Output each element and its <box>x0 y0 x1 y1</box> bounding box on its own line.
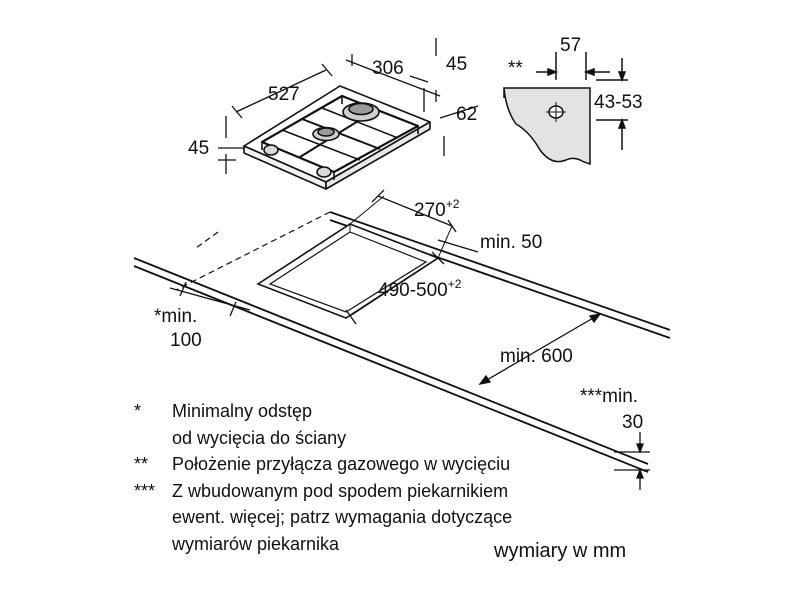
hob-drawing <box>243 85 431 190</box>
footnote-2-line-1: Położenie przyłącza gazowego w wycięciu <box>172 454 511 474</box>
dim-hob-width: 306 <box>372 58 404 79</box>
hob-side-edge <box>325 121 431 190</box>
dim-connector-height: 43-53 <box>594 92 643 113</box>
footnote-1-line-1: Minimalny odstęp <box>172 401 313 421</box>
dim-hob-depth: 527 <box>268 84 300 105</box>
connector-profile <box>503 87 591 166</box>
dim-cutout-width: 270+2 <box>414 197 460 221</box>
dim-cutout-width-tol: +2 <box>446 197 460 211</box>
footnote-3-mark: *** <box>134 480 156 501</box>
dim-hob-top-gap: 45 <box>446 54 467 75</box>
footnote-3-line-3: wymiarów piekarnika <box>172 533 340 554</box>
countertop-dimensions <box>169 189 650 490</box>
countertop-front-edge <box>133 257 649 465</box>
countertop <box>133 211 671 473</box>
dim-min-wall-line2: 100 <box>170 330 202 351</box>
footnote-2: ** Położenie przyłącza gazowego w wycięc… <box>134 451 512 478</box>
dim-min-oven-line2: 30 <box>622 412 643 433</box>
wall-line <box>175 211 331 291</box>
cutout <box>256 223 440 319</box>
dim-min-side: min. 600 <box>500 346 573 367</box>
dim-connector-offset: 57 <box>560 35 581 56</box>
footnote-3-line-2: ewent. więcej; patrz wymagania dotyczące <box>172 507 513 527</box>
footnote-3: *** Z wbudowanym pod spodem piekarnikiem <box>134 478 512 505</box>
dim-hob-height: 45 <box>188 138 209 159</box>
dim-cutout-depth-tol: +2 <box>448 277 462 291</box>
dim-min-rear: min. 50 <box>480 232 542 253</box>
dim-cutout-width-base: 270 <box>414 200 446 221</box>
dim-connector-marker: ** <box>508 58 523 79</box>
hob-dimensions <box>218 38 479 174</box>
footnote-1-line-2: od wycięcia do ściany <box>172 427 347 448</box>
dim-cutout-depth: 490-500+2 <box>378 277 462 301</box>
connector-detail <box>503 52 628 166</box>
dim-cutout-depth-base: 490-500 <box>378 280 448 301</box>
footnote-1: * Minimalny odstęp <box>134 398 512 425</box>
footnote-2-mark: ** <box>134 454 149 474</box>
knob-right <box>316 166 332 178</box>
footnote-3-line-1: Z wbudowanym pod spodem piekarnikiem <box>172 480 509 501</box>
knob-left <box>263 144 279 156</box>
dim-min-oven-line1: ***min. <box>580 386 638 407</box>
dim-min-wall-line1: *min. <box>154 306 197 327</box>
countertop-back-edge <box>329 211 671 331</box>
dim-hob-side: 62 <box>456 104 477 125</box>
footnote-1-mark: * <box>134 401 142 421</box>
footnote-legend: * Minimalny odstęp od wycięcia do ściany… <box>134 398 512 557</box>
units-note: wymiary w mm <box>494 540 627 562</box>
